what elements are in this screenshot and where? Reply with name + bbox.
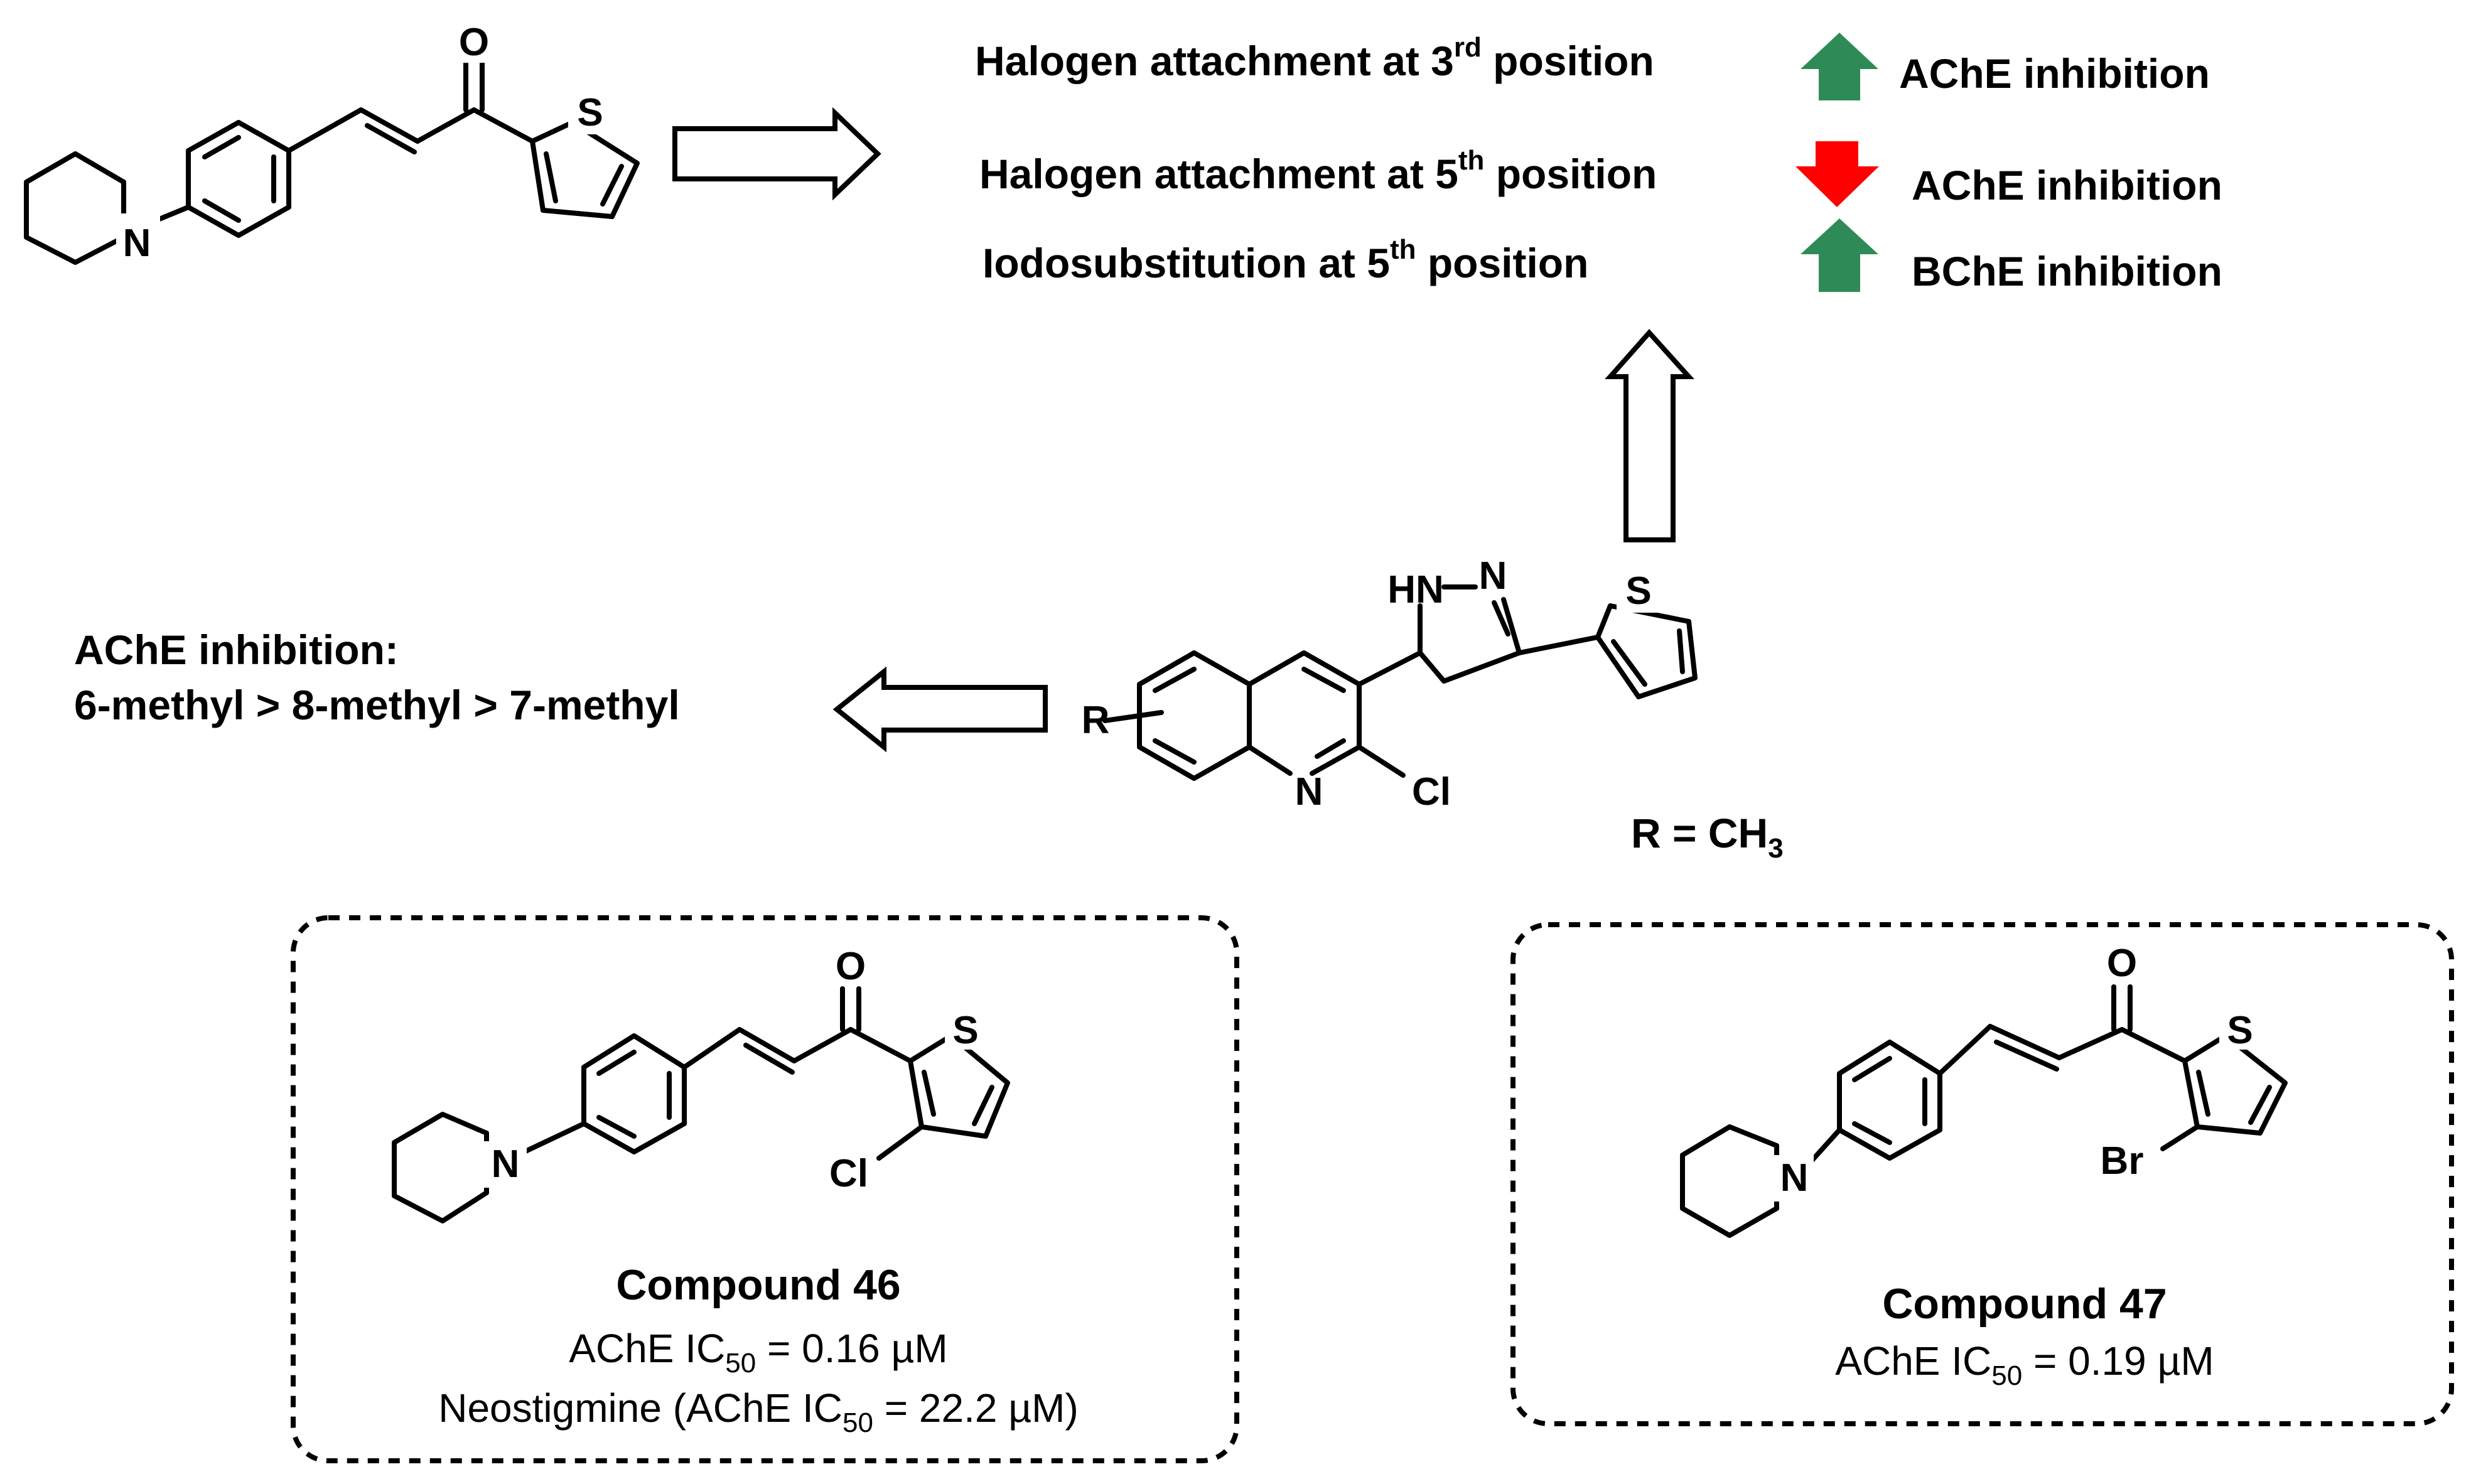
methyl-sar-title: AChE inhibition: (74, 626, 399, 673)
decrease-arrow-icon (1795, 141, 1879, 207)
arrow-up (1605, 328, 1694, 542)
lead-nitrogen-atom: N (123, 222, 151, 265)
compound-47-nitrogen: N (1780, 1156, 1809, 1200)
r-group-label: R (1082, 699, 1110, 742)
arrow-right-top (672, 107, 881, 201)
sar-effect-1: AChE inhibition (1899, 50, 2210, 97)
quinoline-chlorine: Cl (1412, 770, 1451, 814)
thiophene-sulfur: S (1625, 569, 1651, 613)
methyl-sar-order: 6-methyl > 8-methyl > 7-methyl (74, 682, 680, 728)
arrow-left (832, 666, 1048, 753)
sar-line-1: Halogen attachment at 3rd position (975, 32, 1654, 84)
compound-46-sulfur: S (952, 1009, 978, 1052)
lead-carbonyl-oxygen: O (459, 21, 489, 64)
compound-46-box (291, 915, 1239, 1463)
quinoline-nitrogen: N (1295, 770, 1323, 814)
increase-arrow-icon (1801, 218, 1878, 292)
sar-line-3: Iodosubstitution at 5th position (982, 234, 1588, 286)
increase-arrow-icon (1801, 33, 1878, 100)
lead-chalcone-structure (24, 19, 640, 265)
compound-46-chlorine: Cl (829, 1152, 868, 1195)
compound-47-sulfur: S (2227, 1009, 2253, 1052)
compound-47-oxygen: O (2107, 942, 2137, 985)
compound-46-structure (392, 945, 1010, 1223)
lead-thiophene-sulfur: S (577, 91, 603, 134)
compound-46-name: Compound 46 (616, 1261, 900, 1309)
compound-46-oxygen: O (836, 945, 866, 988)
compound-47-name: Compound 47 (1882, 1280, 2167, 1328)
compound-46-ic50: AChE IC50 = 0.16 µM (569, 1326, 947, 1379)
r-group-definition: R = CH3 (1631, 810, 1784, 864)
sar-effect-3: BChE inhibition (1912, 248, 2222, 294)
sar-effect-2: AChE inhibition (1912, 162, 2222, 208)
pyrazoline-nh: HN (1387, 568, 1444, 611)
quinolinyl-pyrazoline-structure (1102, 571, 1698, 781)
compound-47-ic50: AChE IC50 = 0.19 µM (1835, 1338, 2214, 1391)
compound-46-nitrogen: N (492, 1143, 520, 1186)
sar-line-2: Halogen attachment at 5th position (979, 145, 1657, 197)
compound-47-bromine: Br (2101, 1139, 2144, 1183)
compound-46-reference: Neostigmine (AChE IC50 = 22.2 µM) (438, 1385, 1079, 1438)
compound-47-structure (1680, 942, 2288, 1238)
pyrazoline-nitrogen: N (1479, 554, 1507, 598)
